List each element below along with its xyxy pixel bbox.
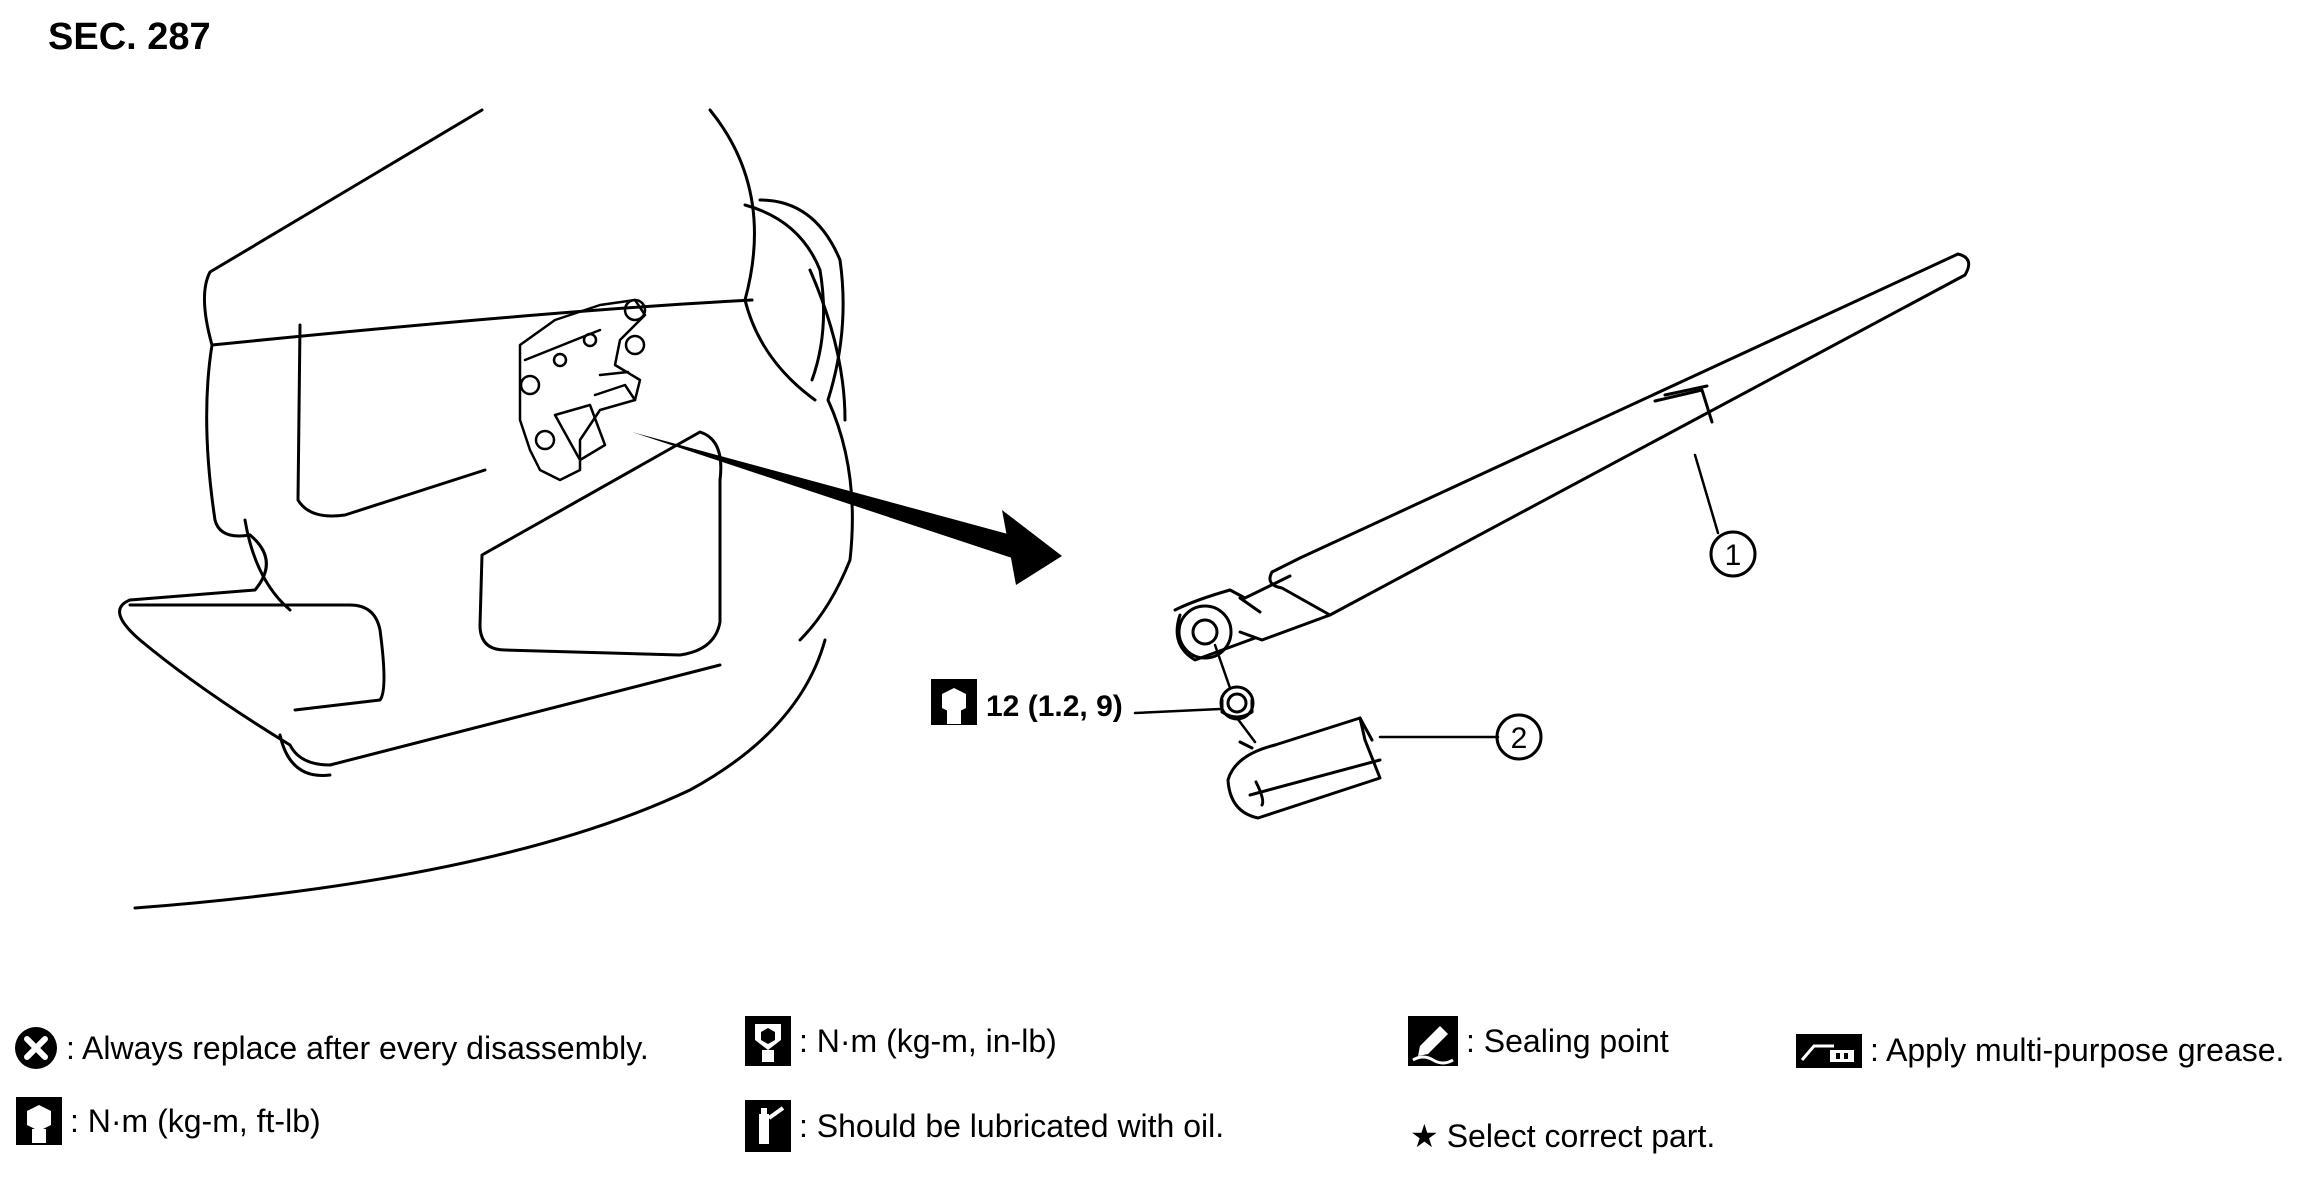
callout-1: 1 bbox=[1725, 539, 1742, 572]
legend-torque-ftlb: : N·m (kg-m, ft-lb) bbox=[16, 1097, 321, 1145]
torque-wrench-ftlb-icon bbox=[16, 1097, 62, 1145]
callout-2-circle bbox=[1495, 713, 1543, 761]
legend-select-text: Select correct part. bbox=[1446, 1117, 1716, 1154]
torque-wrench-icon bbox=[931, 679, 977, 725]
legend-replace: : Always replace after every disassembly… bbox=[14, 1026, 649, 1070]
legend-replace-text: : Always replace after every disassembly… bbox=[66, 1029, 649, 1066]
nut-icon bbox=[1219, 685, 1255, 721]
legend-grease-text: : Apply multi-purpose grease. bbox=[1870, 1032, 2285, 1068]
legend-oil-text: : Should be lubricated with oil. bbox=[799, 1107, 1225, 1144]
x-circle-icon bbox=[15, 1027, 57, 1069]
legend-sealing-text: : Sealing point bbox=[1466, 1022, 1669, 1059]
leader-lines bbox=[1133, 453, 1720, 744]
star-icon: ★ bbox=[1410, 1117, 1439, 1155]
sealing-point-icon bbox=[1408, 1016, 1458, 1066]
section-title: SEC. 287 bbox=[48, 16, 211, 58]
legend-torque-inlb: : N·m (kg-m, in-lb) bbox=[745, 1016, 1057, 1066]
torque-wrench-inlb-icon bbox=[745, 1016, 791, 1066]
wiper-motor-icon bbox=[518, 298, 647, 482]
legend-torque-ftlb-text: : N·m (kg-m, ft-lb) bbox=[70, 1102, 321, 1139]
torque-value: 12 (1.2, 9) bbox=[986, 690, 1123, 723]
wiper-arm bbox=[1173, 252, 1971, 662]
pointer-arrow bbox=[632, 432, 1062, 585]
oil-can-icon bbox=[745, 1100, 791, 1152]
legend-oil: : Should be lubricated with oil. bbox=[745, 1100, 1224, 1152]
legend-select: ★ Select correct part. bbox=[1410, 1117, 1715, 1155]
callout-2: 2 bbox=[1511, 722, 1528, 755]
legend-torque-inlb-text: : N·m (kg-m, in-lb) bbox=[799, 1022, 1057, 1059]
pivot-cover bbox=[1226, 716, 1382, 820]
callout-1-circle bbox=[1709, 530, 1757, 578]
vehicle-rear-outline bbox=[118, 108, 854, 910]
grease-icon bbox=[1796, 1033, 1862, 1068]
legend-grease: : Apply multi-purpose grease. bbox=[1796, 1032, 2284, 1069]
legend-sealing: : Sealing point bbox=[1408, 1016, 1669, 1066]
